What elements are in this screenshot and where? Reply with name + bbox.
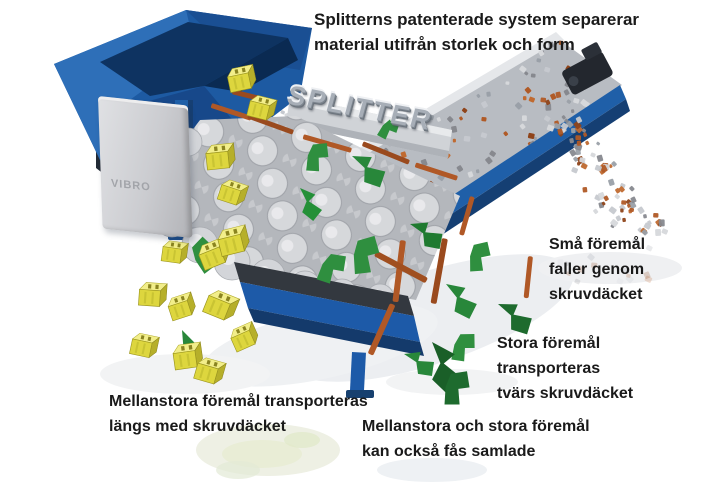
vibro-feeder-panel: VIBRO <box>98 96 193 239</box>
discharge-chute <box>234 262 414 316</box>
support-leg <box>349 352 366 393</box>
cascade-floor-reflection <box>557 244 653 285</box>
label-collected-items: Mellanstora och stora föremål kan också … <box>362 418 590 460</box>
floor-shadows <box>100 252 682 482</box>
diagram-title-line2: material utifrån storlek och form <box>314 35 575 54</box>
small-items-cascade <box>540 91 669 245</box>
label-large-items: Stora föremål transporteras tvärs skruvd… <box>497 335 634 402</box>
diagram-title-line1: Splitterns patenterade system separerar <box>314 10 640 29</box>
label-medium-items: Mellanstora föremål transporteras längs … <box>109 393 368 435</box>
large-sticks-group <box>210 89 533 356</box>
label-small-items: Små föremål faller genom skruvdäcket <box>549 236 646 303</box>
brand-beam <box>286 96 452 158</box>
feeder-brand-label: VIBRO <box>110 177 152 194</box>
conveyor-motor <box>562 42 613 95</box>
diagram-title: Splitterns patenterade system separerar … <box>314 7 639 57</box>
